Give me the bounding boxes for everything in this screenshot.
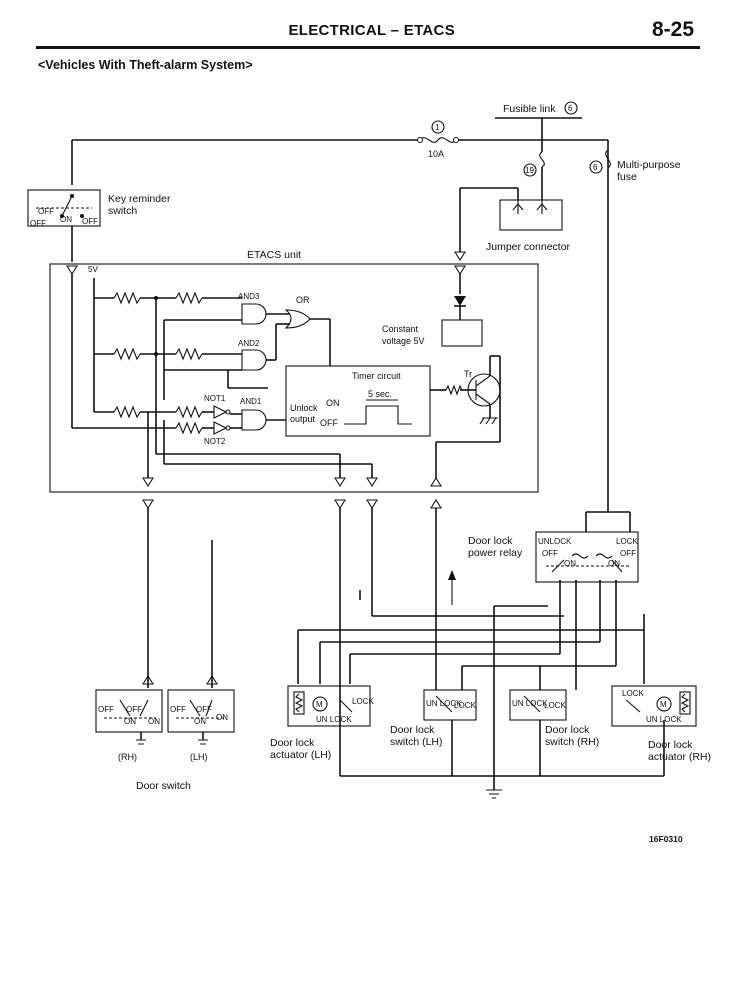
svg-text:LOCK: LOCK (622, 689, 644, 698)
svg-text:output: output (290, 414, 316, 424)
svg-text:fuse: fuse (617, 171, 637, 183)
svg-text:Multi-purpose: Multi-purpose (617, 159, 681, 171)
svg-text:M: M (316, 700, 323, 709)
svg-text:ON: ON (564, 559, 576, 568)
transistor: Tr (430, 355, 501, 443)
svg-text:actuator (RH): actuator (RH) (648, 751, 711, 763)
section-title: ELECTRICAL – ETACS (288, 22, 455, 39)
etacs-connectors (66, 251, 466, 510)
svg-text:Fusible link: Fusible link (503, 103, 556, 115)
power-bus (71, 117, 611, 512)
svg-text:OFF: OFF (30, 219, 46, 228)
fuse-1-label: 1 10A (428, 120, 445, 159)
svg-text:Unlock: Unlock (290, 403, 318, 413)
etacs-unit: ETACS unit 5V (49, 249, 539, 493)
svg-text:UN LOCK: UN LOCK (316, 715, 352, 724)
svg-text:OR: OR (296, 295, 310, 305)
svg-text:switch (RH): switch (RH) (545, 736, 599, 748)
door-lock-actuator-lh: M UN LOCK LOCK Door lock actuator (LH) (270, 685, 374, 761)
svg-text:6: 6 (568, 104, 573, 113)
svg-text:NOT1: NOT1 (204, 394, 226, 403)
svg-text:(LH): (LH) (190, 752, 208, 762)
page-header: ELECTRICAL – ETACS 8-25 (36, 18, 700, 49)
svg-text:ETACS unit: ETACS unit (247, 249, 301, 261)
svg-text:UN LOCK: UN LOCK (512, 699, 548, 708)
svg-text:AND1: AND1 (240, 397, 262, 406)
svg-text:Key reminder: Key reminder (108, 193, 171, 205)
svg-text:NOT2: NOT2 (204, 437, 226, 446)
svg-text:6: 6 (593, 163, 598, 172)
svg-text:10A: 10A (428, 149, 444, 159)
svg-text:OFF: OFF (196, 705, 212, 714)
svg-text:LOCK: LOCK (544, 701, 566, 710)
svg-text:UNLOCK: UNLOCK (538, 537, 572, 546)
door-switch-lh: OFF OFF ON ON (LH) (167, 674, 235, 762)
svg-text:M: M (660, 700, 667, 709)
svg-text:ON: ON (124, 717, 136, 726)
diagram-subtitle: <Vehicles With Theft-alarm System> (38, 58, 253, 72)
svg-text:AND3: AND3 (238, 292, 260, 301)
svg-text:ON: ON (194, 717, 206, 726)
svg-text:ON: ON (326, 398, 340, 408)
logic-gates: AND3 AND2 AND1 OR NOT1 NOT2 (204, 292, 331, 446)
svg-text:Timer circuit: Timer circuit (352, 371, 401, 381)
timer-circuit: Timer circuit Unlock output ON OFF 5 sec… (285, 365, 431, 437)
svg-text:(RH): (RH) (118, 752, 137, 762)
svg-text:OFF: OFF (542, 549, 558, 558)
multi-purpose-fuse-label: 6 Multi-purpose fuse (589, 159, 681, 183)
svg-text:switch (LH): switch (LH) (390, 736, 443, 748)
svg-text:OFF: OFF (82, 217, 98, 226)
svg-text:5 sec.: 5 sec. (368, 389, 392, 399)
svg-text:switch: switch (108, 205, 137, 217)
svg-text:OFF: OFF (126, 705, 142, 714)
svg-text:power relay: power relay (468, 547, 523, 559)
fusible-link-label: Fusible link 6 (503, 101, 578, 115)
door-lock-power-relay: Door lock power relay UNLOCK LOCK OFF OF… (468, 511, 639, 583)
svg-text:Constant: Constant (382, 324, 419, 334)
svg-text:Tr: Tr (464, 369, 472, 379)
svg-text:UN LOCK: UN LOCK (646, 715, 682, 724)
svg-text:AND2: AND2 (238, 339, 260, 348)
fuse-19-label: 19 (523, 163, 537, 177)
svg-text:5V: 5V (88, 265, 98, 274)
svg-text:OFF: OFF (38, 207, 54, 216)
svg-text:Door lock: Door lock (545, 724, 590, 736)
svg-text:OFF: OFF (620, 549, 636, 558)
svg-text:Door lock: Door lock (468, 535, 513, 547)
svg-text:Door lock: Door lock (648, 739, 693, 751)
door-switch-label: Door switch (136, 780, 191, 792)
door-lock-switch-rh: UN LOCK LOCK Door lock switch (RH) (509, 689, 599, 748)
page-number: 8-25 (651, 18, 694, 41)
svg-text:OFF: OFF (98, 705, 114, 714)
svg-text:LOCK: LOCK (454, 701, 476, 710)
constant-voltage-supply: Constant voltage 5V (382, 274, 483, 347)
svg-text:Jumper connector: Jumper connector (486, 241, 571, 253)
key-reminder-switch: OFF OFF ON OFF Key reminder switch (27, 189, 171, 262)
door-lock-switch-lh: UN LOCK LOCK Door lock switch (LH) (390, 689, 477, 748)
svg-text:OFF: OFF (170, 705, 186, 714)
svg-text:actuator (LH): actuator (LH) (270, 749, 331, 761)
svg-text:Door lock: Door lock (270, 737, 315, 749)
door-switch-rh: OFF OFF ON ON (RH) (95, 674, 163, 762)
svg-text:ON: ON (608, 559, 620, 568)
jumper-connector: Jumper connector (460, 187, 571, 253)
door-lock-actuator-rh: LOCK M UN LOCK Door lock actuator (RH) (611, 685, 711, 763)
svg-text:OFF: OFF (320, 418, 338, 428)
external-wiring (147, 508, 665, 799)
svg-text:voltage 5V: voltage 5V (382, 336, 425, 346)
svg-text:ON: ON (60, 215, 72, 224)
svg-text:Door lock: Door lock (390, 724, 435, 736)
figure-id: 16F0310 (649, 834, 683, 844)
svg-text:LOCK: LOCK (616, 537, 638, 546)
svg-text:LOCK: LOCK (352, 697, 374, 706)
svg-text:1: 1 (435, 123, 440, 132)
etacs-internal-wiring (71, 188, 461, 478)
svg-text:19: 19 (525, 166, 534, 175)
svg-text:ON: ON (148, 717, 160, 726)
